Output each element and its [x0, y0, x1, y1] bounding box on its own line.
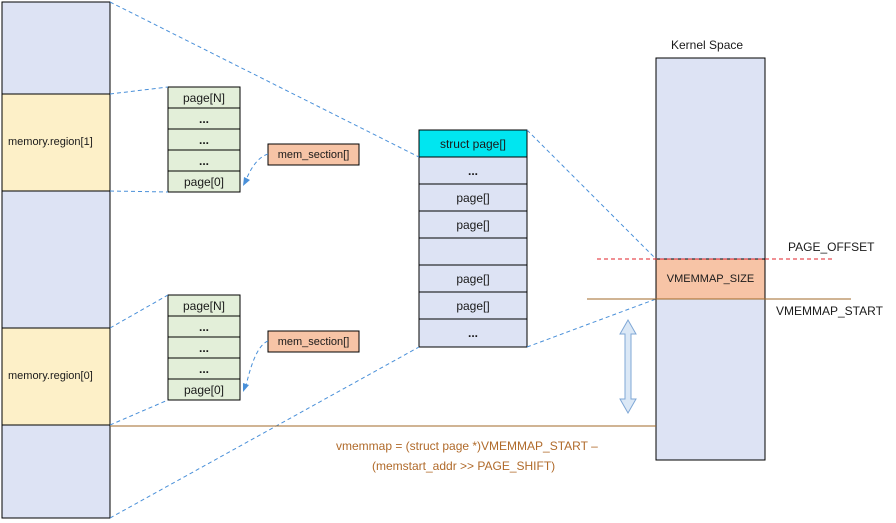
connector-line — [109, 86, 169, 95]
page-array-0-label-4: page[0] — [183, 382, 225, 397]
struct-page-cell — [418, 237, 528, 266]
vmemmap-start-label: VMEMMAP_START — [776, 304, 883, 318]
struct-page-cell-label: page[] — [456, 271, 490, 286]
arrowhead — [243, 177, 250, 186]
vmemmap-formula-line2: (memstart_addr >> PAGE_SHIFT) — [372, 459, 556, 473]
connector-line — [109, 346, 420, 519]
mem-section-arrow-0 — [245, 340, 269, 387]
vmemmap-size-label: VMEMMAP_SIZE — [666, 273, 755, 285]
mem-section-arrow-1 — [245, 153, 269, 181]
page-offset-label: PAGE_OFFSET — [788, 240, 875, 254]
dashed-connectors — [109, 1, 657, 519]
struct-page-header-cell — [418, 129, 528, 158]
struct-page-cell-label: page[] — [456, 190, 490, 205]
memory-region-0-label: memory.region[0] — [8, 370, 93, 382]
page-array-1-cell — [167, 170, 241, 193]
struct-page-cell — [418, 264, 528, 293]
page-array-1 — [167, 86, 241, 193]
struct-page-header-label: struct page[] — [439, 136, 507, 151]
connector-line — [109, 190, 169, 193]
struct-page-cell — [418, 183, 528, 212]
page-array-0-label-2: ... — [198, 340, 209, 355]
struct-page-cell-label: page[] — [456, 217, 490, 232]
connector-line — [526, 298, 657, 348]
arrowhead — [243, 383, 249, 392]
page-array-1-label-4: page[0] — [183, 174, 225, 189]
connector-line — [109, 294, 169, 329]
memory-region-1-block — [1, 93, 111, 192]
physical-memory-column — [1, 1, 111, 519]
struct-page-cell — [418, 318, 528, 348]
page-array-1-label-3: ... — [198, 153, 209, 168]
connector-line — [109, 399, 169, 426]
kernel-space-title: Kernel Space — [671, 38, 744, 52]
page-array-0-label-1: ... — [198, 319, 209, 334]
page-array-1-label-2: ... — [198, 132, 209, 147]
page-array-0 — [167, 294, 241, 401]
page-array-1-label-1: ... — [198, 111, 209, 126]
struct-page-cell-label — [419, 238, 527, 265]
struct-page-cell-label: ... — [467, 163, 478, 178]
struct-page-array — [418, 129, 528, 348]
connector-line — [109, 1, 420, 158]
page-array-1-label-0: page[N] — [182, 90, 226, 105]
vmemmap-formula-line1: vmemmap = (struct page *)VMEMMAP_START – — [336, 439, 598, 453]
struct-page-cell — [418, 210, 528, 239]
memory-region-1-label: memory.region[1] — [8, 136, 93, 148]
struct-page-cell-label: ... — [467, 326, 478, 340]
mem-section-label-1: mem_section[] — [277, 148, 350, 161]
page-array-0-label-0: page[N] — [182, 298, 226, 313]
mem-section-label-0: mem_section[] — [277, 335, 350, 348]
memory-region-0-block — [1, 327, 111, 426]
struct-page-cell-label: page[] — [456, 298, 490, 313]
page-array-0-label-3: ... — [198, 361, 209, 376]
connector-line — [526, 129, 657, 260]
page-array-0-cell — [167, 378, 241, 401]
offset-double-arrow — [619, 318, 637, 415]
